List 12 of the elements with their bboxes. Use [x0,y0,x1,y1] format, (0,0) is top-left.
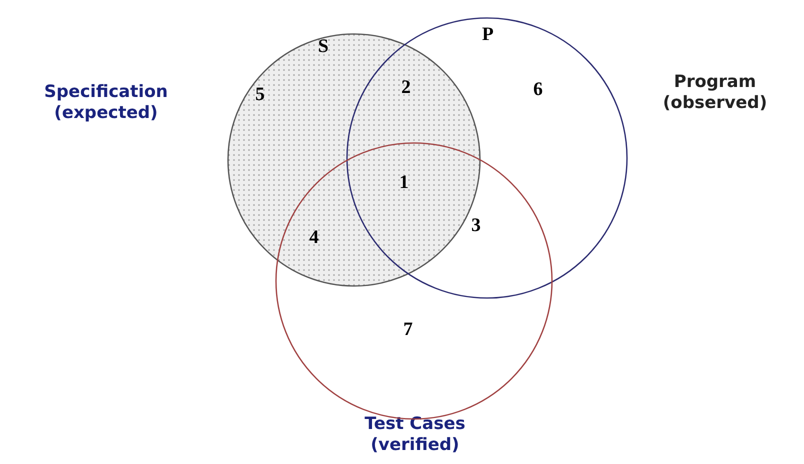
set-label: Test Cases (verified) [364,414,466,456]
region-number: 5 [255,84,265,106]
set-letter: S [318,36,329,58]
region-number: 2 [401,77,411,99]
region-number: 7 [403,319,413,341]
set-letter: P [482,24,494,46]
region-number: 1 [399,172,409,194]
region-number: 4 [309,227,319,249]
set-label: Program (observed) [662,72,768,114]
region-number: 3 [471,215,481,237]
region-number: 6 [533,79,543,101]
set-label: Specification (expected) [43,82,169,124]
